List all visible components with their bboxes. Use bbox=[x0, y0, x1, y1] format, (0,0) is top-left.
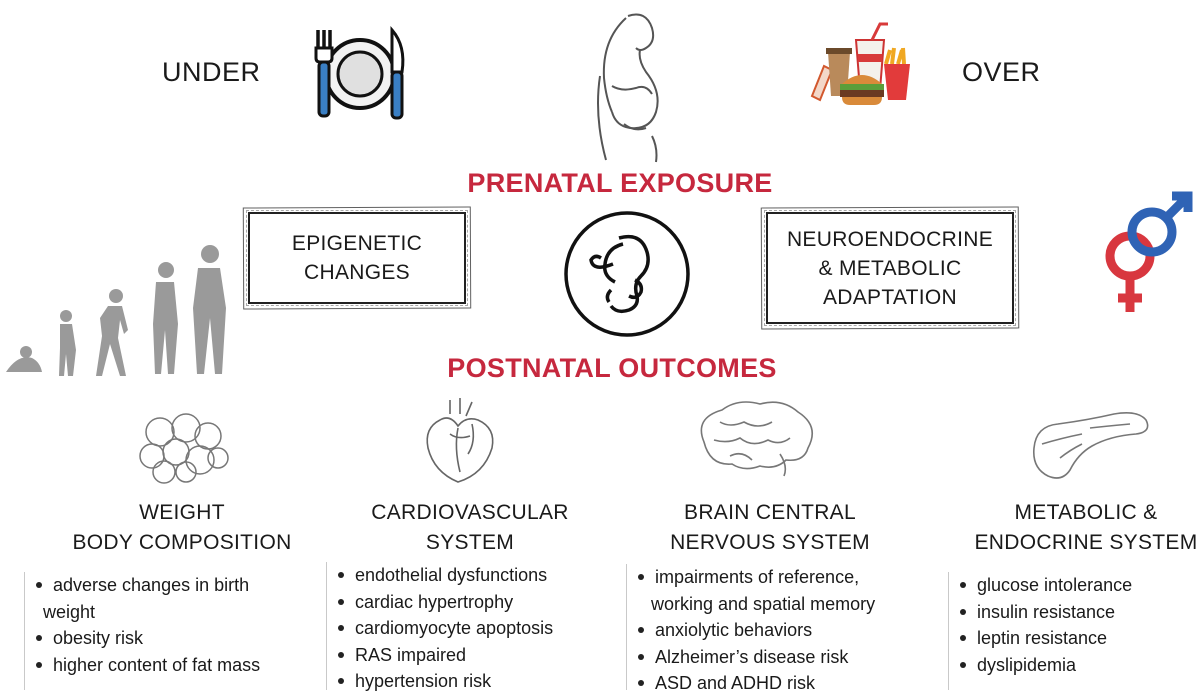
male-female-symbols-icon bbox=[1105, 191, 1193, 312]
neuroendocrine-label: NEUROENDOCRINE & METABOLIC ADAPTATION bbox=[786, 227, 994, 309]
epigenetic-changes-box: EPIGENETIC CHANGES bbox=[246, 210, 468, 306]
heart-icon bbox=[426, 398, 494, 483]
under-label: UNDER bbox=[162, 57, 261, 87]
neuroendocrine-box: NEUROENDOCRINE & METABOLIC ADAPTATION bbox=[764, 210, 1016, 326]
prenatal-exposure-heading: PRENATAL EXPOSURE bbox=[467, 168, 773, 198]
pancreas-icon bbox=[1032, 412, 1149, 479]
category-3-list: impairments of reference,working and spa… bbox=[626, 564, 927, 693]
list-item: insulin resistance bbox=[949, 599, 1189, 626]
category-2-title: CARDIOVASCULAR SYSTEM bbox=[371, 501, 569, 554]
list-item: obesity risk bbox=[25, 625, 315, 652]
list-item: leptin resistance bbox=[949, 625, 1189, 652]
fetus-icon bbox=[564, 211, 690, 337]
human-growth-icon bbox=[6, 245, 226, 376]
list-item: higher content of fat mass bbox=[25, 652, 315, 679]
plate-cutlery-icon bbox=[314, 26, 405, 120]
category-4-title: METABOLIC & ENDOCRINE SYSTEM bbox=[974, 501, 1198, 554]
list-item: glucose intolerance bbox=[949, 572, 1189, 599]
postnatal-outcomes-heading: POSTNATAL OUTCOMES bbox=[447, 353, 777, 383]
list-item: ASD and ADHD risk bbox=[627, 670, 927, 697]
category-3-title: BRAIN CENTRAL NERVOUS SYSTEM bbox=[670, 501, 870, 554]
list-item: RAS impaired bbox=[327, 642, 607, 669]
over-label: OVER bbox=[962, 57, 1041, 87]
category-2-list: endothelial dysfunctions cardiac hypertr… bbox=[326, 562, 607, 691]
epigenetic-changes-label: EPIGENETIC CHANGES bbox=[291, 232, 423, 284]
list-item: dyslipidemia bbox=[949, 652, 1189, 679]
list-item: cardiac hypertrophy bbox=[327, 589, 607, 616]
brain-icon bbox=[700, 401, 814, 477]
list-item: cardiomyocyte apoptosis bbox=[327, 615, 607, 642]
pregnant-woman-icon bbox=[597, 13, 659, 163]
category-4-list: glucose intolerance insulin resistance l… bbox=[948, 572, 1189, 690]
fast-food-icon bbox=[810, 22, 910, 105]
list-item: Alzheimer’s disease risk bbox=[627, 644, 927, 671]
category-1-title: WEIGHT BODY COMPOSITION bbox=[72, 501, 292, 554]
list-item: anxiolytic behaviors bbox=[627, 617, 927, 644]
list-item: endothelial dysfunctions bbox=[327, 562, 607, 589]
adipose-tissue-icon bbox=[139, 413, 229, 484]
list-item: hypertension risk bbox=[327, 668, 607, 695]
list-item: impairments of reference,working and spa… bbox=[627, 564, 927, 617]
